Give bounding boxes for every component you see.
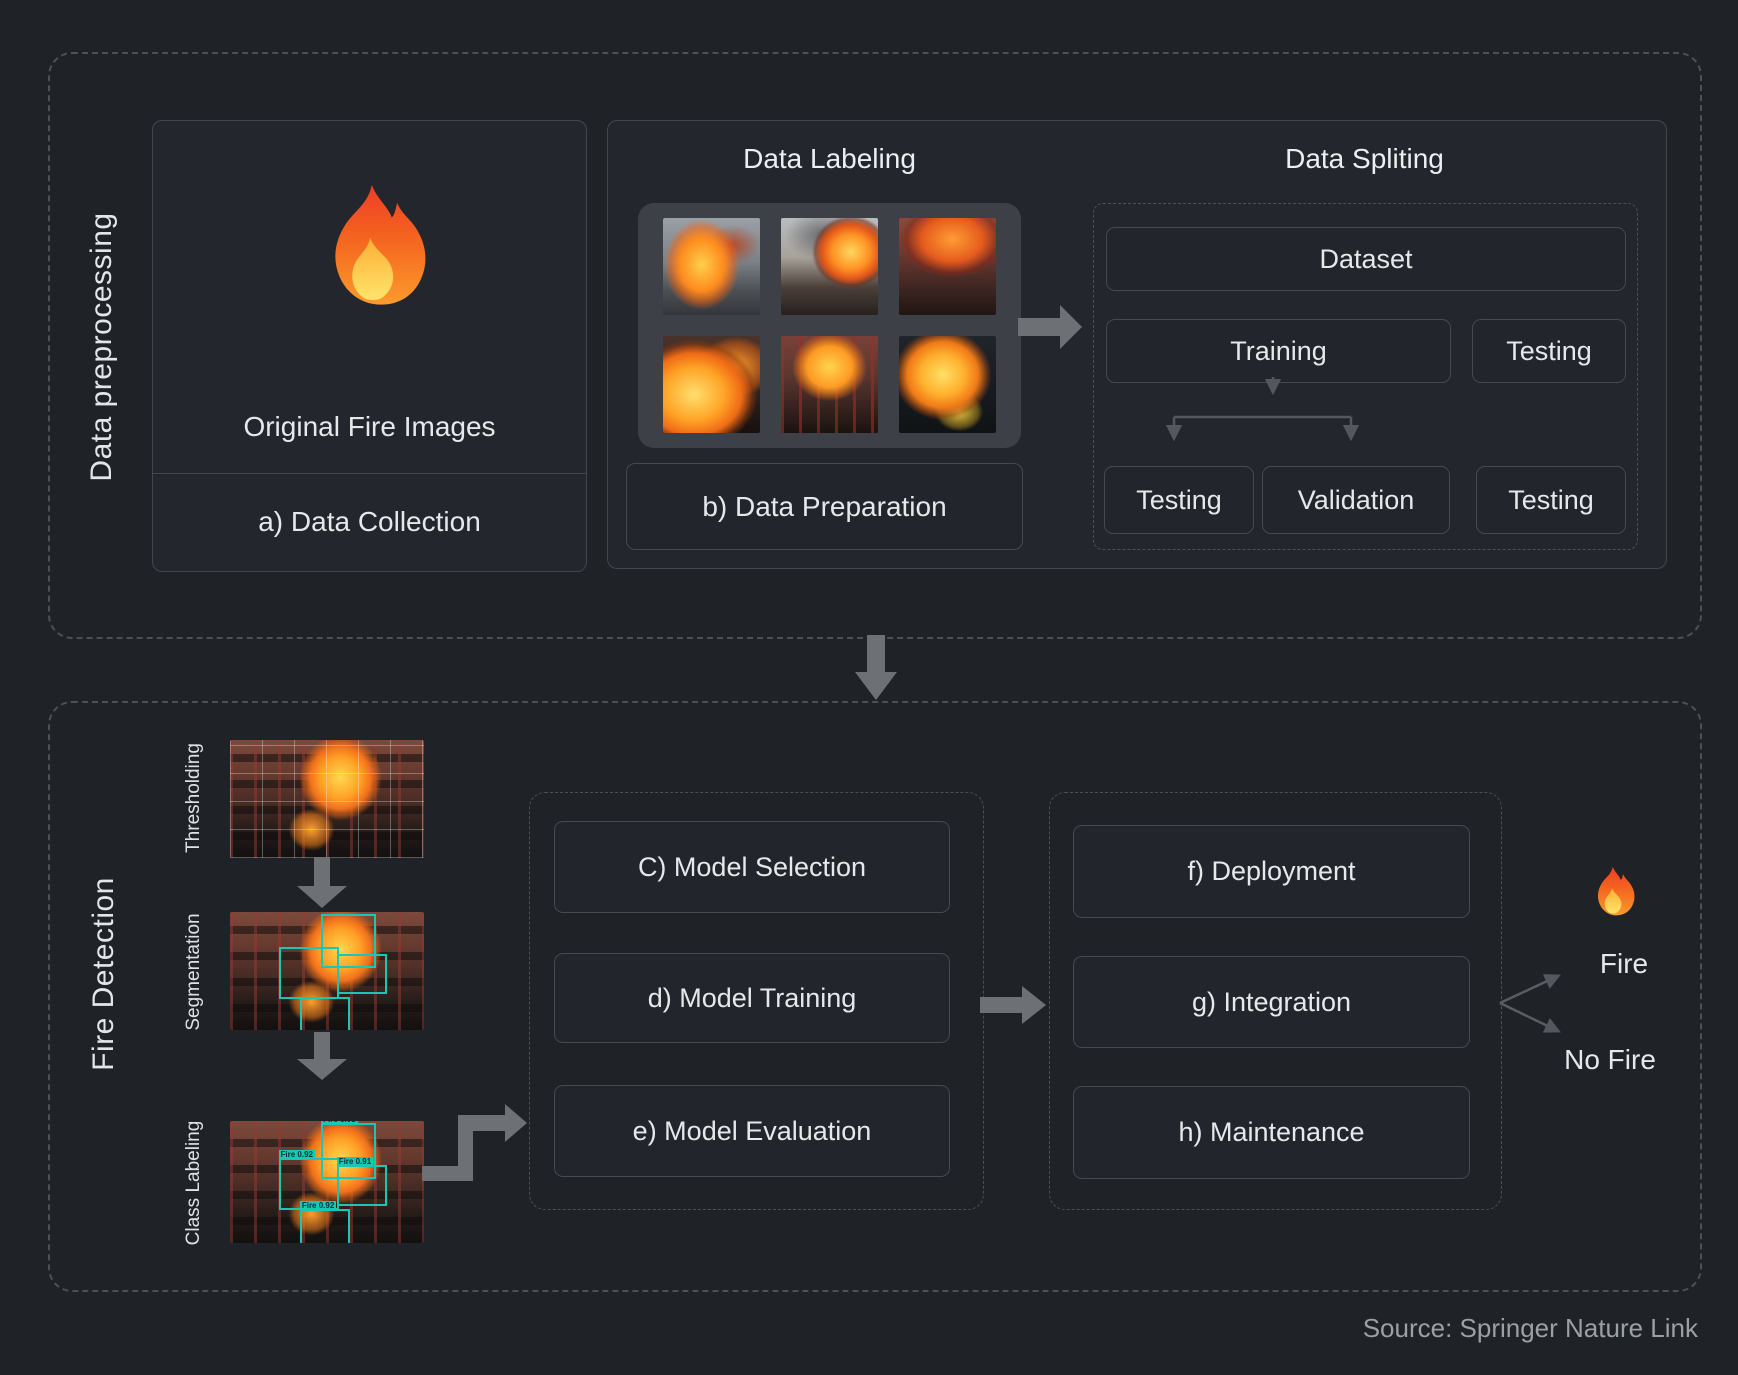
data-spliting-group: Dataset Training Testing Testing Validat… bbox=[1093, 203, 1638, 550]
fire-photo-2 bbox=[781, 218, 878, 315]
threshold-grid-overlay bbox=[230, 740, 424, 858]
model-steps-group: C) Model Selection d) Model Training e) … bbox=[529, 792, 984, 1210]
training-box: Training bbox=[1106, 319, 1451, 383]
testing-box-right: Testing bbox=[1476, 466, 1626, 534]
class-labeling-image: Fire 0.93 Fire 0.92 Fire 0.91 Fire 0.92 bbox=[230, 1121, 424, 1243]
step-a-label: a) Data Collection bbox=[258, 506, 481, 537]
collection-caption: Original Fire Images bbox=[243, 411, 496, 442]
detection-box bbox=[336, 954, 388, 994]
data-preprocessing-section: Data preprocessing Original Fire Images … bbox=[48, 52, 1702, 639]
maintenance-box: h) Maintenance bbox=[1073, 1086, 1470, 1179]
data-spliting-title: Data Spliting bbox=[1285, 143, 1444, 174]
step-b-box: b) Data Preparation bbox=[626, 463, 1023, 550]
model-training-box: d) Model Training bbox=[554, 953, 950, 1043]
detection-box: Fire 0.92 bbox=[299, 1200, 351, 1243]
stage-label-thresholding: Thresholding bbox=[183, 743, 204, 853]
labeling-splitting-box: Data Labeling b) Data Preparation Data S… bbox=[607, 120, 1667, 569]
detection-box: Fire 0.93 bbox=[321, 1121, 376, 1179]
output-no-fire-label: No Fire bbox=[1564, 1044, 1656, 1075]
fire-photo-5 bbox=[781, 336, 878, 433]
fire-image-grid bbox=[638, 203, 1021, 448]
testing-box-left: Testing bbox=[1104, 466, 1254, 534]
fire-photo-1 bbox=[663, 218, 760, 315]
detection-chip: Fire 0.92 bbox=[299, 1200, 337, 1211]
collection-divider bbox=[153, 473, 586, 474]
stage-label-class-labeling: Class Labeling bbox=[183, 1120, 204, 1246]
testing-box-top: Testing bbox=[1472, 319, 1626, 383]
fire-photo-3 bbox=[899, 218, 996, 315]
fire-emoji-icon bbox=[311, 183, 429, 321]
detection-box bbox=[278, 947, 339, 999]
detection-chip: Fire 0.91 bbox=[336, 1156, 374, 1167]
model-selection-box: C) Model Selection bbox=[554, 821, 950, 913]
detection-chip: Fire 0.93 bbox=[321, 1121, 358, 1126]
stage-label-segmentation: Segmentation bbox=[183, 913, 204, 1031]
ops-steps-group: f) Deployment g) Integration h) Maintena… bbox=[1049, 792, 1502, 1210]
data-preprocessing-label: Data preprocessing bbox=[85, 212, 118, 482]
fire-detection-section: Fire Detection Thresholding Segmentation… bbox=[48, 701, 1702, 1292]
detection-box bbox=[299, 996, 351, 1030]
fire-photo-4 bbox=[663, 336, 760, 433]
fire-photo-6 bbox=[899, 336, 996, 433]
thresholding-image bbox=[230, 740, 424, 858]
detection-box bbox=[321, 914, 376, 968]
arrow-section-down bbox=[855, 635, 897, 700]
fire-detection-label: Fire Detection bbox=[87, 877, 120, 1071]
detection-chip: Fire 0.92 bbox=[278, 1149, 315, 1160]
model-evaluation-box: e) Model Evaluation bbox=[554, 1085, 950, 1177]
deployment-box: f) Deployment bbox=[1073, 825, 1470, 918]
segmentation-image bbox=[230, 912, 424, 1030]
data-labeling-title: Data Labeling bbox=[743, 143, 916, 174]
source-credit: Source: Springer Nature Link bbox=[1362, 1313, 1698, 1343]
dataset-box: Dataset bbox=[1106, 227, 1626, 291]
integration-box: g) Integration bbox=[1073, 956, 1470, 1048]
detection-box: Fire 0.91 bbox=[336, 1156, 388, 1206]
output-fire-label: Fire bbox=[1599, 948, 1649, 979]
fire-emoji-small-icon bbox=[1588, 866, 1636, 922]
data-collection-box: Original Fire Images a) Data Collection bbox=[152, 120, 587, 572]
validation-box: Validation bbox=[1262, 466, 1450, 534]
